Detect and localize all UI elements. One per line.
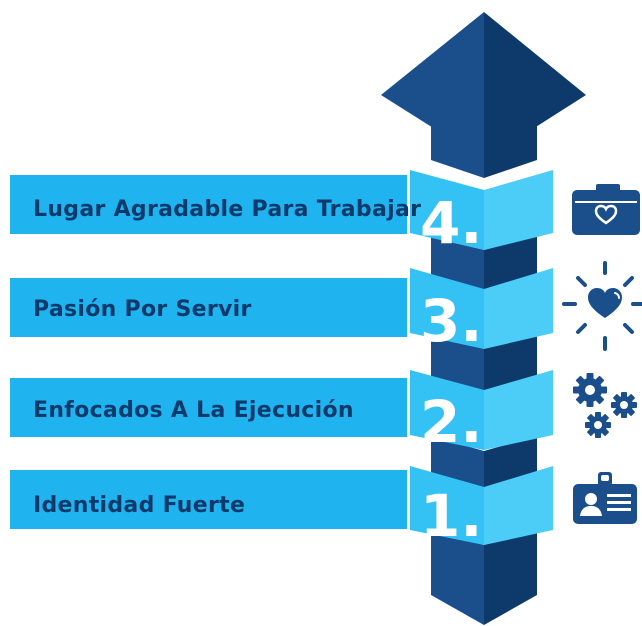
step-4-number: 4.: [420, 189, 482, 257]
label-bar-3: [10, 278, 407, 337]
pillar-arrow-head: [381, 12, 586, 160]
step-2-number: 2.: [420, 388, 482, 456]
step-3-number: 3.: [420, 287, 482, 355]
step-4-label: Lugar Agradable Para Trabajar: [33, 197, 421, 222]
label-bar-4: [10, 175, 407, 234]
step-1-number: 1.: [420, 482, 482, 550]
briefcase-heart-icon: [572, 184, 640, 235]
step-3-label: Pasión Por Servir: [33, 297, 252, 322]
step-1-label: Identidad Fuerte: [33, 493, 245, 518]
heart-sparkle-icon: [562, 261, 642, 351]
pillar-light-boxes: [410, 170, 553, 545]
label-bar-2: [10, 378, 407, 437]
label-bar-1: [10, 470, 407, 529]
step-2-label: Enfocados A La Ejecución: [33, 398, 354, 423]
id-card-icon: [573, 472, 637, 524]
pillar-bottom-tip: [431, 548, 537, 625]
gears-icon: [573, 373, 637, 438]
label-bars: [10, 175, 407, 529]
